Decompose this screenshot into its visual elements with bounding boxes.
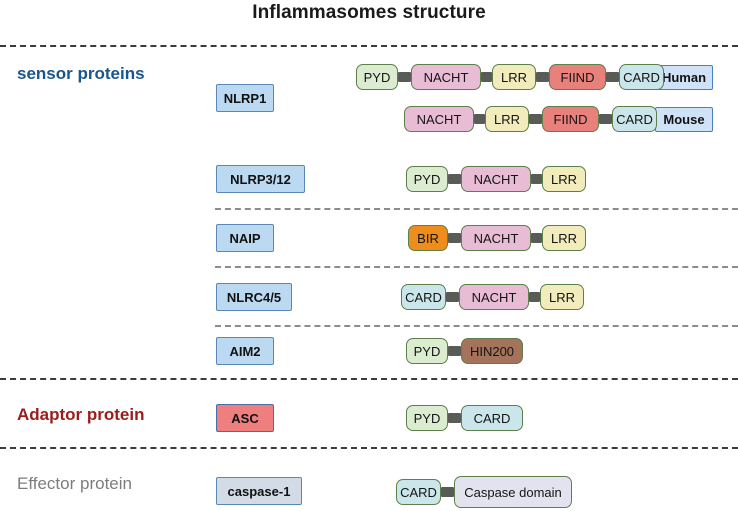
protein-chip-aim2[interactable]: AIM2 bbox=[216, 337, 274, 365]
domain-linker bbox=[448, 413, 461, 423]
domain-linker bbox=[474, 114, 485, 124]
divider-naip-nlrc4 bbox=[215, 266, 738, 268]
protein-chip-asc[interactable]: ASC bbox=[216, 404, 274, 432]
protein-chip-caspase-1[interactable]: caspase-1 bbox=[216, 477, 302, 505]
domain-linker bbox=[448, 346, 461, 356]
domain-linker bbox=[481, 72, 492, 82]
protein-chip-nlrc4-5[interactable]: NLRC4/5 bbox=[216, 283, 292, 311]
domain-linker bbox=[398, 72, 411, 82]
domain-card[interactable]: CARD bbox=[396, 479, 441, 505]
architecture-aim2: PYD HIN200 bbox=[406, 338, 523, 364]
domain-pyd[interactable]: PYD bbox=[356, 64, 398, 90]
domain-lrr[interactable]: LRR bbox=[540, 284, 584, 310]
domain-card[interactable]: CARD bbox=[461, 405, 523, 431]
divider-adaptor-effector bbox=[0, 447, 738, 449]
protein-chip-nlrp1[interactable]: NLRP1 bbox=[216, 84, 274, 112]
domain-linker bbox=[531, 233, 542, 243]
domain-linker bbox=[529, 114, 542, 124]
divider-nlrc4-aim2 bbox=[215, 325, 738, 327]
section-label-effector-protein: Effector protein bbox=[17, 474, 132, 493]
divider-top-sensor bbox=[0, 45, 738, 47]
divider-sensor-adaptor bbox=[0, 378, 738, 380]
domain-lrr[interactable]: LRR bbox=[492, 64, 536, 90]
page-title: Inflammasomes structure bbox=[252, 2, 486, 23]
domain-fiind[interactable]: FIIND bbox=[549, 64, 606, 90]
domain-card[interactable]: CARD bbox=[619, 64, 664, 90]
domain-nacht[interactable]: NACHT bbox=[404, 106, 474, 132]
domain-nacht[interactable]: NACHT bbox=[461, 166, 531, 192]
domain-linker bbox=[448, 174, 461, 184]
domain-linker bbox=[599, 114, 612, 124]
architecture-nlrp1-mouse: NACHT LRR FIIND CARD bbox=[404, 106, 657, 132]
domain-fiind[interactable]: FIIND bbox=[542, 106, 599, 132]
architecture-naip: BIR NACHT LRR bbox=[408, 225, 586, 251]
domain-lrr[interactable]: LRR bbox=[485, 106, 529, 132]
domain-bir[interactable]: BIR bbox=[408, 225, 448, 251]
domain-card[interactable]: CARD bbox=[612, 106, 657, 132]
domain-pyd[interactable]: PYD bbox=[406, 338, 448, 364]
species-tag-human[interactable]: Human bbox=[655, 65, 713, 90]
architecture-nlrp3-12: PYD NACHT LRR bbox=[406, 166, 586, 192]
domain-linker bbox=[446, 292, 459, 302]
domain-card[interactable]: CARD bbox=[401, 284, 446, 310]
species-tag-mouse[interactable]: Mouse bbox=[655, 107, 713, 132]
domain-nacht[interactable]: NACHT bbox=[461, 225, 531, 251]
architecture-nlrp1-human: PYD NACHT LRR FIIND CARD bbox=[356, 64, 664, 90]
domain-lrr[interactable]: LRR bbox=[542, 166, 586, 192]
domain-caspase[interactable]: Caspase domain bbox=[454, 476, 572, 508]
protein-chip-nlrp3-12[interactable]: NLRP3/12 bbox=[216, 165, 305, 193]
domain-nacht[interactable]: NACHT bbox=[411, 64, 481, 90]
architecture-caspase-1: CARD Caspase domain bbox=[396, 476, 572, 508]
section-label-adaptor-protein: Adaptor protein bbox=[17, 405, 145, 424]
architecture-asc: PYD CARD bbox=[406, 405, 523, 431]
domain-linker bbox=[536, 72, 549, 82]
domain-linker bbox=[441, 487, 454, 497]
domain-lrr[interactable]: LRR bbox=[542, 225, 586, 251]
domain-linker bbox=[531, 174, 542, 184]
domain-pyd[interactable]: PYD bbox=[406, 405, 448, 431]
domain-nacht[interactable]: NACHT bbox=[459, 284, 529, 310]
domain-linker bbox=[606, 72, 619, 82]
divider-nlrp3-naip bbox=[215, 208, 738, 210]
section-label-sensor-proteins: sensor proteins bbox=[17, 64, 145, 83]
protein-chip-naip[interactable]: NAIP bbox=[216, 224, 274, 252]
domain-linker bbox=[529, 292, 540, 302]
domain-linker bbox=[448, 233, 461, 243]
architecture-nlrc4-5: CARD NACHT LRR bbox=[401, 284, 584, 310]
domain-pyd[interactable]: PYD bbox=[406, 166, 448, 192]
domain-hin200[interactable]: HIN200 bbox=[461, 338, 523, 364]
